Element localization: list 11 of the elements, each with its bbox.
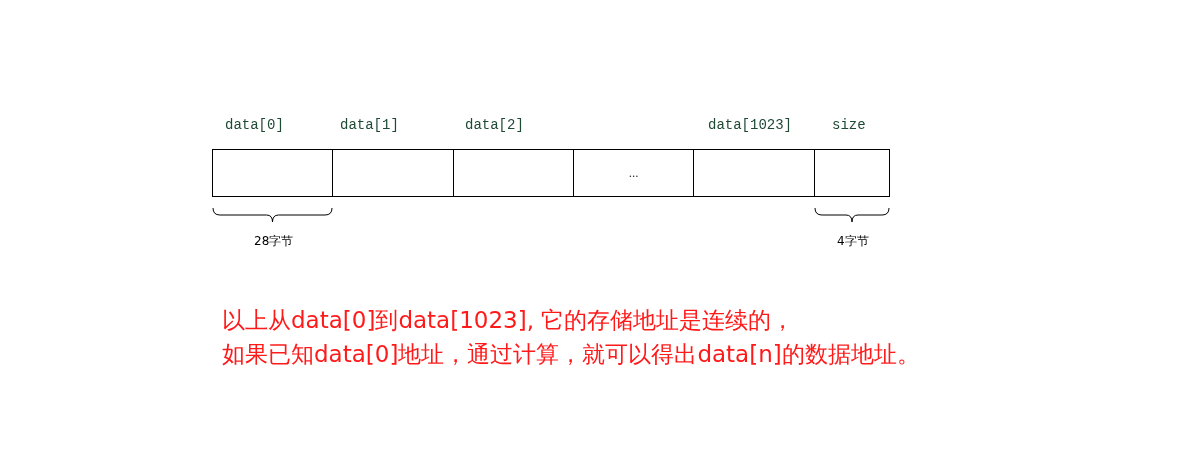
note-text: 如果已知data[0]地址，通过计算，就可以得出data[n]的数据地址。: [222, 340, 920, 368]
size-label: 28字节: [254, 234, 294, 248]
field-label: data[1]: [340, 117, 399, 133]
ellipsis-text: ...: [628, 166, 639, 180]
field-label: data[2]: [465, 117, 524, 133]
size-label: 4字节: [837, 234, 869, 248]
note-text: 以上从data[0]到data[1023], 它的存储地址是连续的，: [222, 306, 795, 334]
field-label: data[0]: [225, 117, 284, 133]
field-label: size: [832, 117, 866, 133]
memory-cell: [573, 149, 694, 197]
field-label: data[1023]: [708, 117, 792, 133]
